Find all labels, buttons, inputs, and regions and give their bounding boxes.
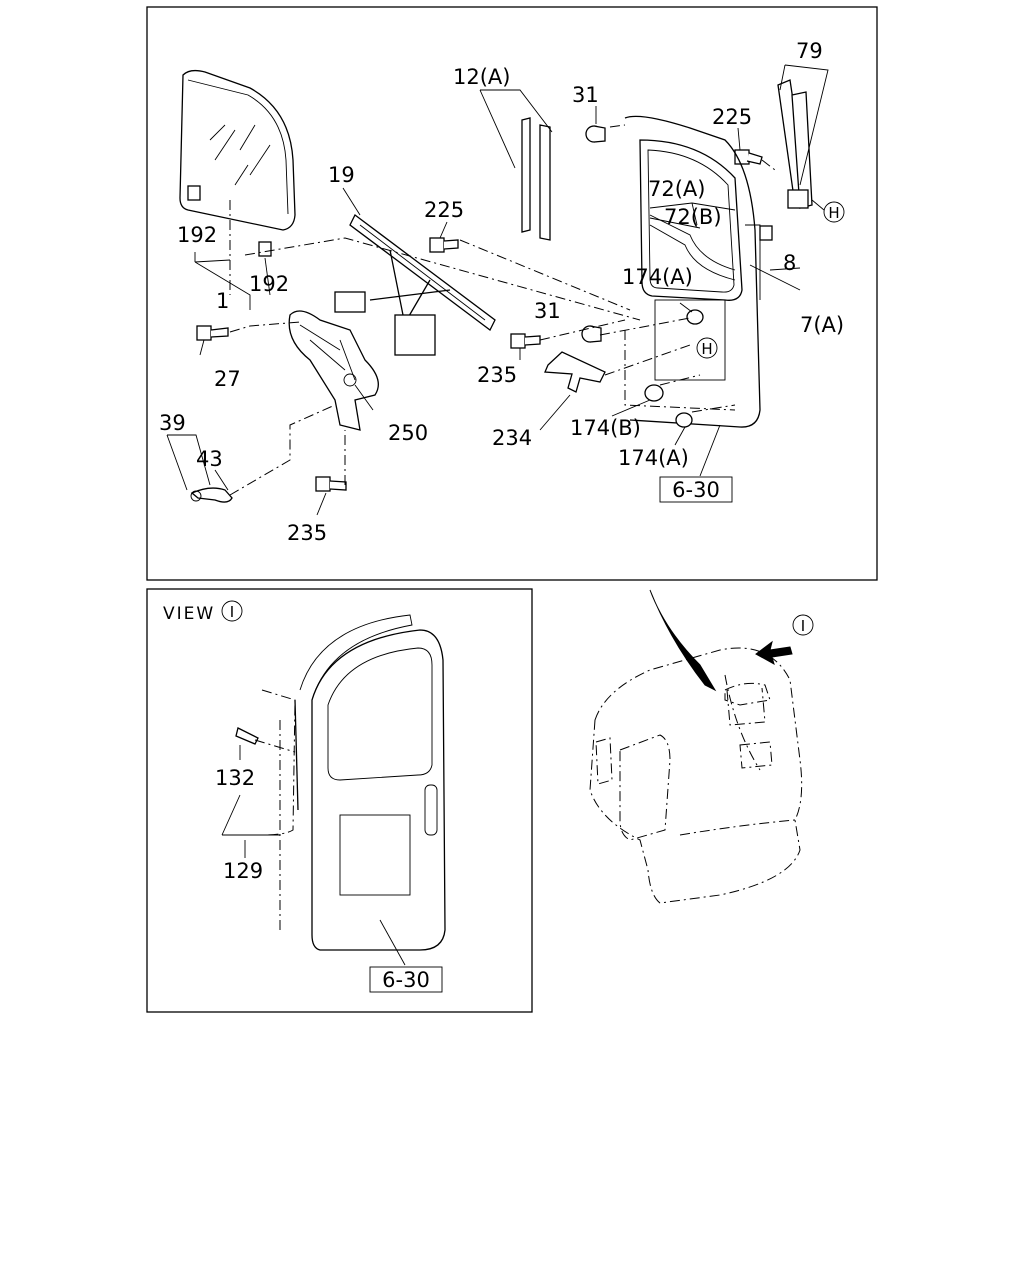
callout-225-top: 225 [712, 105, 752, 129]
callout-192-b: 192 [249, 272, 289, 296]
door-rear-view [235, 614, 446, 951]
marker-h-lower-circle [696, 337, 718, 359]
cab-view-marker-circle [792, 614, 814, 636]
regulator-rail [334, 214, 496, 356]
regulator-bracket [288, 310, 379, 431]
callout-225-mid: 225 [424, 198, 464, 222]
bracket-234 [544, 351, 606, 393]
view-arrow-icon [755, 640, 793, 666]
callout-7a: 7(A) [800, 313, 844, 337]
callout-19: 19 [328, 163, 355, 187]
callout-8: 8 [783, 251, 796, 275]
callout-31-top: 31 [572, 83, 599, 107]
callout-174a-top: 174(A) [622, 265, 693, 289]
callout-27: 27 [214, 367, 241, 391]
callout-43: 43 [196, 447, 223, 471]
glass-run-channel [521, 117, 551, 241]
ref-box-upper-frame [659, 476, 733, 503]
ref-box-upper: 6-30 [672, 478, 720, 502]
glass-clip-upper [187, 185, 201, 201]
callout-235-mid: 235 [477, 363, 517, 387]
clip-8 [759, 225, 773, 241]
door-panel [624, 115, 761, 428]
plug-174a-upper [686, 309, 704, 325]
view-panel-frame [146, 588, 533, 1013]
marker-h-upper: H [828, 204, 839, 222]
door-glass [179, 69, 296, 231]
callout-72b: 72(B) [664, 205, 722, 229]
callout-174b: 174(B) [570, 416, 641, 440]
view-label: VIEW [163, 604, 215, 624]
callout-234: 234 [492, 426, 532, 450]
bolt-235-mid [510, 333, 541, 349]
callout-31-mid: 31 [534, 299, 561, 323]
bolt-225-top [734, 149, 763, 165]
grommet-31-top [585, 125, 606, 143]
callout-129: 129 [223, 859, 263, 883]
grommet-31-mid [581, 325, 602, 343]
callout-174a-bot: 174(A) [618, 446, 689, 470]
callout-1: 1 [216, 289, 229, 313]
plug-174b [644, 384, 664, 402]
view-marker-circle [221, 600, 243, 622]
upper-panel-frame [146, 6, 878, 581]
callout-132: 132 [215, 766, 255, 790]
view-marker: I [230, 603, 234, 621]
bolt-235-bot [315, 476, 347, 492]
marker-h-upper-circle [823, 201, 845, 223]
callout-79: 79 [796, 39, 823, 63]
cab-overview [589, 589, 803, 904]
ref-box-view-frame [369, 966, 443, 993]
bolt-225-mid [429, 237, 459, 253]
callout-72a: 72(A) [648, 177, 705, 201]
cab-view-marker: I [801, 617, 805, 635]
bolt-27 [196, 325, 229, 341]
marker-h-lower: H [701, 340, 712, 358]
link-rod [190, 487, 233, 503]
callout-250: 250 [388, 421, 428, 445]
callout-39: 39 [159, 411, 186, 435]
glass-clip-lower [258, 241, 272, 257]
ref-box-view: 6-30 [382, 968, 430, 992]
door-sash [777, 79, 813, 209]
callout-12a: 12(A) [453, 65, 510, 89]
plug-174a-lower [675, 412, 693, 428]
callout-235-bot: 235 [287, 521, 327, 545]
callout-192-a: 192 [177, 223, 217, 247]
